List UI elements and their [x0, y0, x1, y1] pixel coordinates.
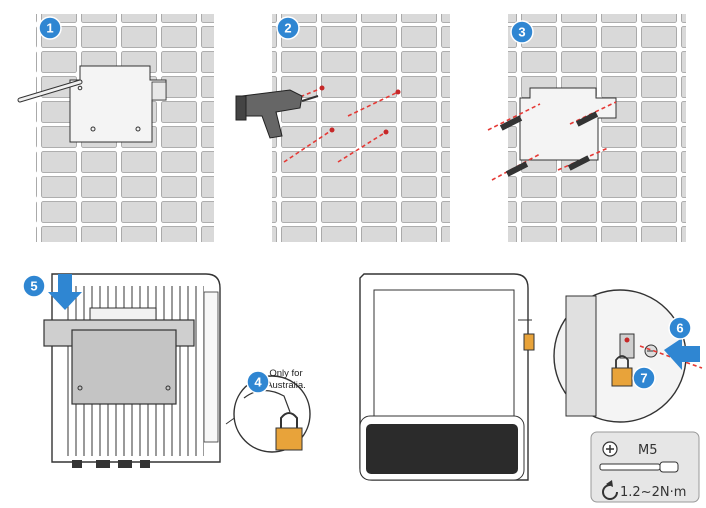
mounting-bracket: [519, 87, 617, 161]
step-badge-3: 3: [510, 20, 534, 44]
step-number: 4: [254, 375, 262, 390]
screw-size: M5: [638, 443, 658, 458]
padlock-icon: [611, 355, 633, 387]
step-badge-6: 6: [668, 316, 692, 340]
step-badge-2: 2: [276, 16, 300, 40]
step-number: 7: [640, 371, 647, 386]
step5-panel: 5: [22, 273, 221, 468]
screwdriver-icon: [599, 461, 679, 473]
anchor-guide-lines: [487, 101, 617, 181]
step4-callout: Only for Australia. 4: [225, 368, 311, 453]
lock-detail-callout: 6 7: [553, 289, 703, 423]
step-badge-7: 7: [632, 366, 656, 390]
step1-panel: 1: [17, 14, 214, 242]
step-badge-1: 1: [38, 16, 62, 40]
rotate-arrow-icon: [602, 480, 618, 500]
brick-wall: [272, 14, 450, 242]
expansion-bolts: [499, 111, 599, 177]
torque-value: 1.2~2N·m: [620, 485, 686, 500]
marker-pen: [17, 79, 83, 103]
padlock-icon: [275, 412, 303, 451]
step-number: 1: [46, 21, 53, 36]
cross-head-screw-icon: [602, 441, 618, 457]
down-arrow-icon: [48, 274, 82, 310]
step-number: 6: [676, 321, 683, 336]
drill-icon: [235, 89, 319, 139]
step-number: 5: [30, 279, 37, 294]
step3-panel: 3: [487, 14, 686, 242]
step-badge-5: 5: [22, 274, 46, 298]
hole-marks: [319, 85, 401, 135]
step-badge-4: 4: [246, 370, 270, 394]
wall-bracket: [43, 319, 195, 405]
torque-spec-card: M5 1.2~2N·m: [590, 431, 700, 503]
step2-panel: 2: [235, 14, 450, 242]
australia-note-line1: Only for: [269, 368, 302, 379]
bottom-connectors: [72, 460, 150, 468]
australia-note-line2: Australia.: [266, 380, 306, 391]
step-number: 3: [518, 25, 525, 40]
inverter-front-view: [359, 273, 535, 481]
step-number: 2: [284, 21, 291, 36]
insert-arrow-icon: [664, 338, 700, 370]
mounting-bracket: [69, 65, 167, 143]
